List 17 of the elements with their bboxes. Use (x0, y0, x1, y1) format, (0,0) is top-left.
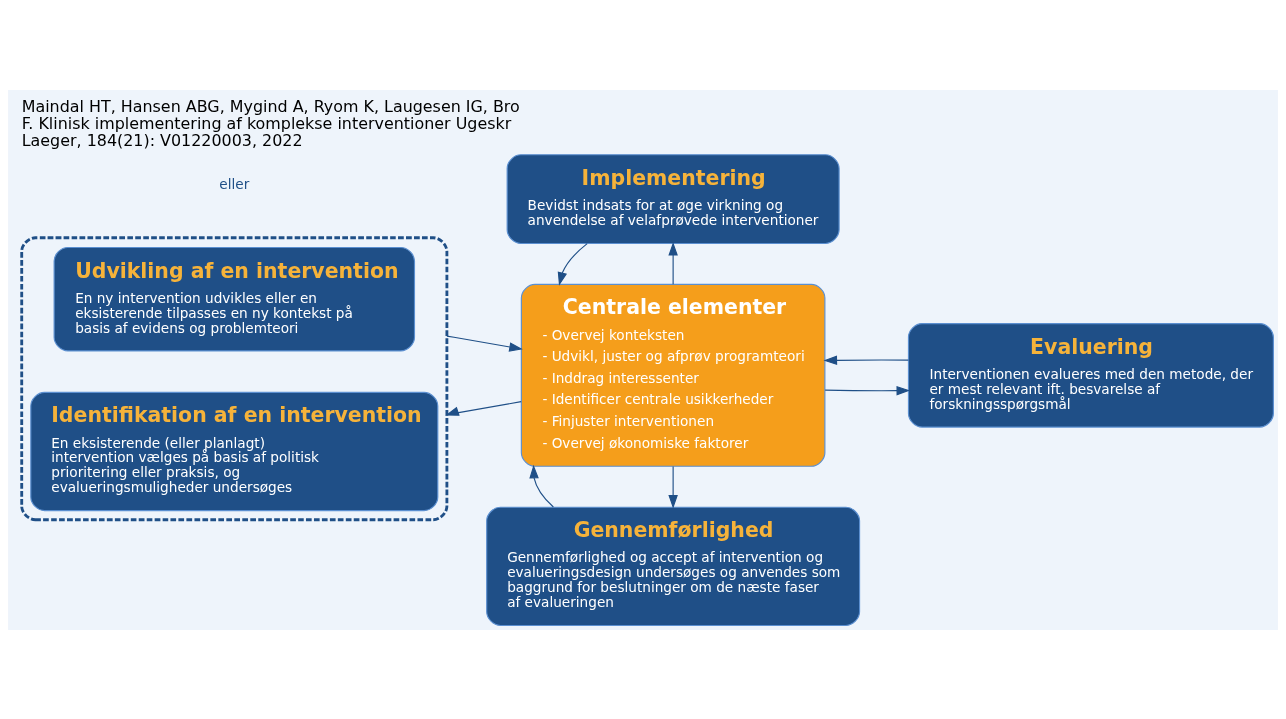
node-box: Implementering Bevidst indsats for at øge virkning og anvendelse af velafprøvede interventioner (506, 153, 840, 244)
arrow (557, 242, 588, 286)
arrow (446, 335, 523, 352)
arrow (823, 355, 909, 365)
label: eller (219, 175, 250, 192)
arrow (668, 241, 678, 285)
arrow (529, 464, 554, 508)
arrow (824, 385, 911, 395)
caption: Maindal HT, Hansen ABG, Mygind A, Ryom K, Laugesen IG, Bro F. Klinisk implementering af komplekse interventioner Ugeskr Laeger, 184(21): V01220003, 2022 (21, 96, 520, 150)
arrow (668, 465, 678, 509)
node-box: Udvikling af en intervention En ny intervention udvikles eller en eksisterende tilpasses en ny kontekst på basis af evidens og problemteori (53, 246, 416, 351)
node-box: Centrale elementer - Overvej konteksten - Udvikl, juster og afprøv programteori - Inddrag interessenter - Identificer centrale usikkerheder - Finjuster interventionen - Overvej økonomiske faktorer (520, 283, 826, 467)
cluster (20, 235, 449, 521)
node-box: Evaluering Interventionen evalueres med den metode, der er mest relevant ift. besvarelse af forskningsspørgsmål (907, 322, 1274, 428)
node-box: Gennemførlighed Gennemførlighed og accept af intervention og evalueringsdesign undersøges og anvendes som baggrund for beslutninger om de næste faser af evalueringen (486, 506, 861, 626)
node-box: Identifikation af en intervention En eksisterende (eller planlagt) intervention vælges på basis af politisk prioritering eller praksis, og evalueringsmuligheder undersøges (30, 391, 439, 511)
arrow (445, 400, 522, 416)
